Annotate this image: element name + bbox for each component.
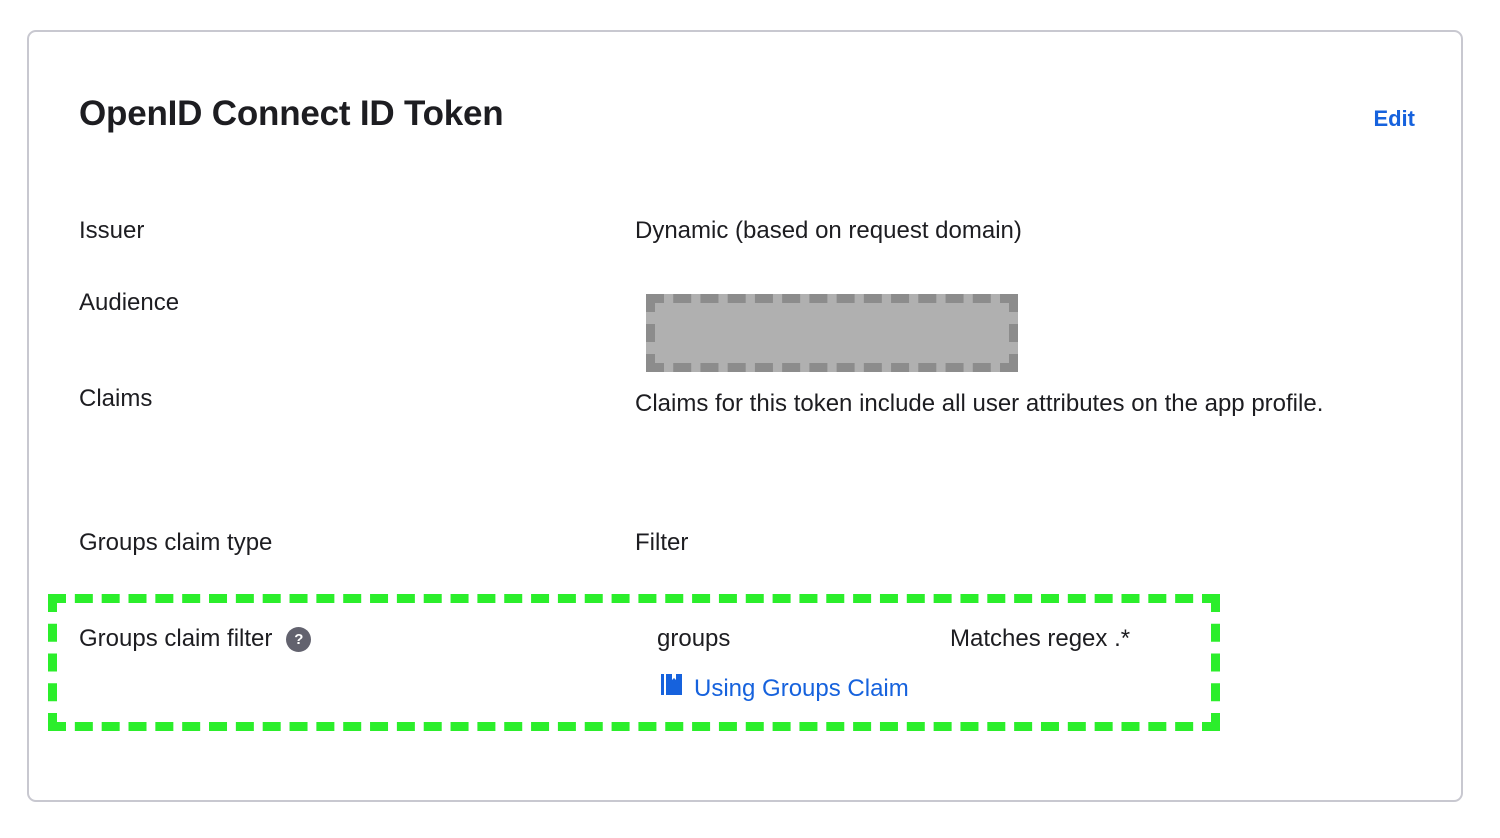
row-label-claims: Claims	[79, 385, 153, 412]
page-title: OpenID Connect ID Token	[79, 94, 504, 133]
row-value-groups-claim-type: Filter	[635, 529, 689, 556]
row-value-issuer: Dynamic (based on request domain)	[635, 217, 1022, 244]
groups-claim-filter-name: groups	[657, 625, 731, 652]
token-details-list: Issuer Dynamic (based on request domain)…	[29, 32, 1461, 800]
using-groups-claim-link-label: Using Groups Claim	[694, 674, 909, 702]
row-value-claims: Claims for this token include all user a…	[635, 390, 1324, 417]
groups-claim-filter-rule: Matches regex .*	[950, 625, 1131, 652]
audience-redacted-value	[646, 294, 1018, 372]
openid-connect-id-token-card: OpenID Connect ID Token Edit Issuer Dyna…	[27, 30, 1463, 802]
edit-button[interactable]: Edit	[1373, 106, 1415, 131]
help-circle-icon[interactable]: ?	[286, 626, 312, 652]
row-label-issuer: Issuer	[79, 217, 145, 244]
row-label-audience: Audience	[79, 289, 180, 316]
using-groups-claim-link[interactable]: Using Groups Claim	[661, 673, 909, 704]
row-label-groups-claim-filter: Groups claim filter ?	[79, 625, 312, 653]
row-label-groups-claim-filter-text: Groups claim filter	[79, 625, 273, 652]
card-header: OpenID Connect ID Token Edit	[29, 32, 1461, 152]
book-icon	[661, 673, 683, 704]
row-label-groups-claim-type: Groups claim type	[79, 529, 273, 556]
